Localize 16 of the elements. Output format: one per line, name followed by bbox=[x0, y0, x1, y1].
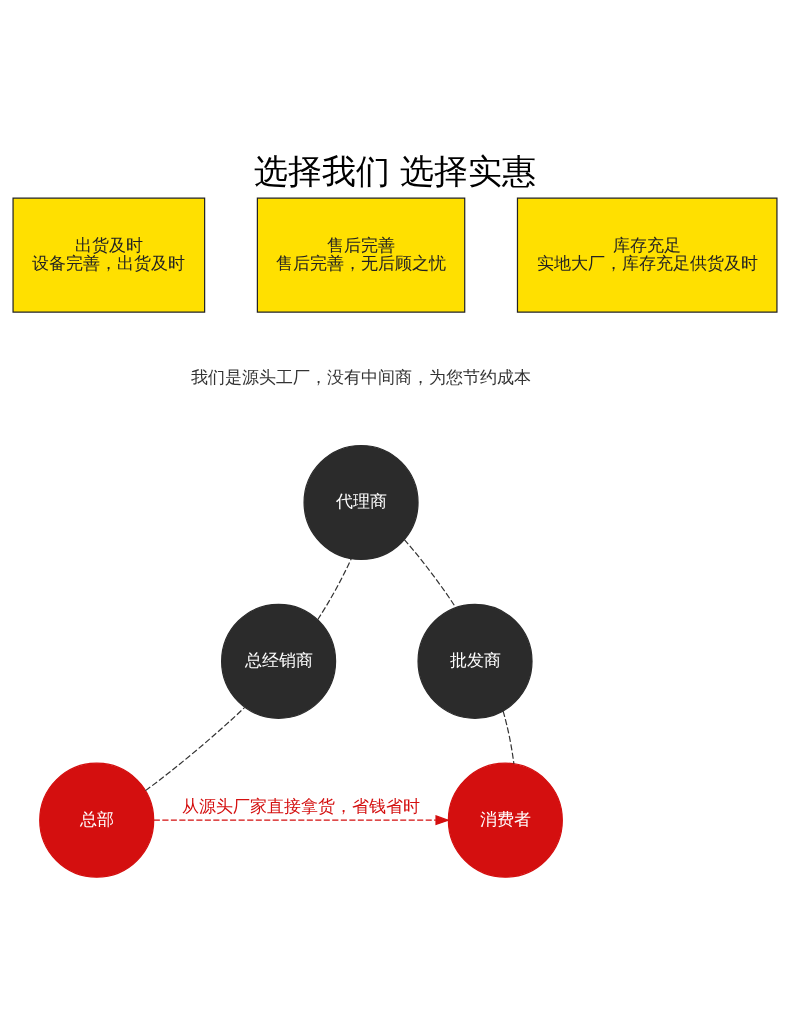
node-circle: 消费者 bbox=[447, 762, 563, 878]
node-circle: 总经销商 bbox=[221, 603, 337, 719]
connector bbox=[144, 706, 246, 792]
edge-label: 从源头厂家直接拿货，省钱省时 bbox=[182, 795, 421, 816]
connector bbox=[403, 538, 457, 608]
label: 我们是源头工厂，没有中间商，为您节约成本 bbox=[191, 367, 532, 388]
node-circle: 代理商 bbox=[303, 444, 419, 561]
node-circle: 批发商 bbox=[417, 603, 533, 719]
node-box: 售后完善 售后完善，无后顾之忧 bbox=[256, 197, 466, 313]
diagram-title: 选择我们 选择实惠 bbox=[253, 150, 537, 191]
arrow bbox=[153, 815, 450, 826]
node-box: 出货及时 设备完善，出货及时 bbox=[12, 197, 206, 313]
connector bbox=[502, 710, 515, 765]
connector bbox=[317, 558, 352, 621]
node-box: 库存充足 实地大厂，库存充足供货及时 bbox=[516, 197, 778, 313]
node-circle: 总部 bbox=[39, 762, 155, 878]
